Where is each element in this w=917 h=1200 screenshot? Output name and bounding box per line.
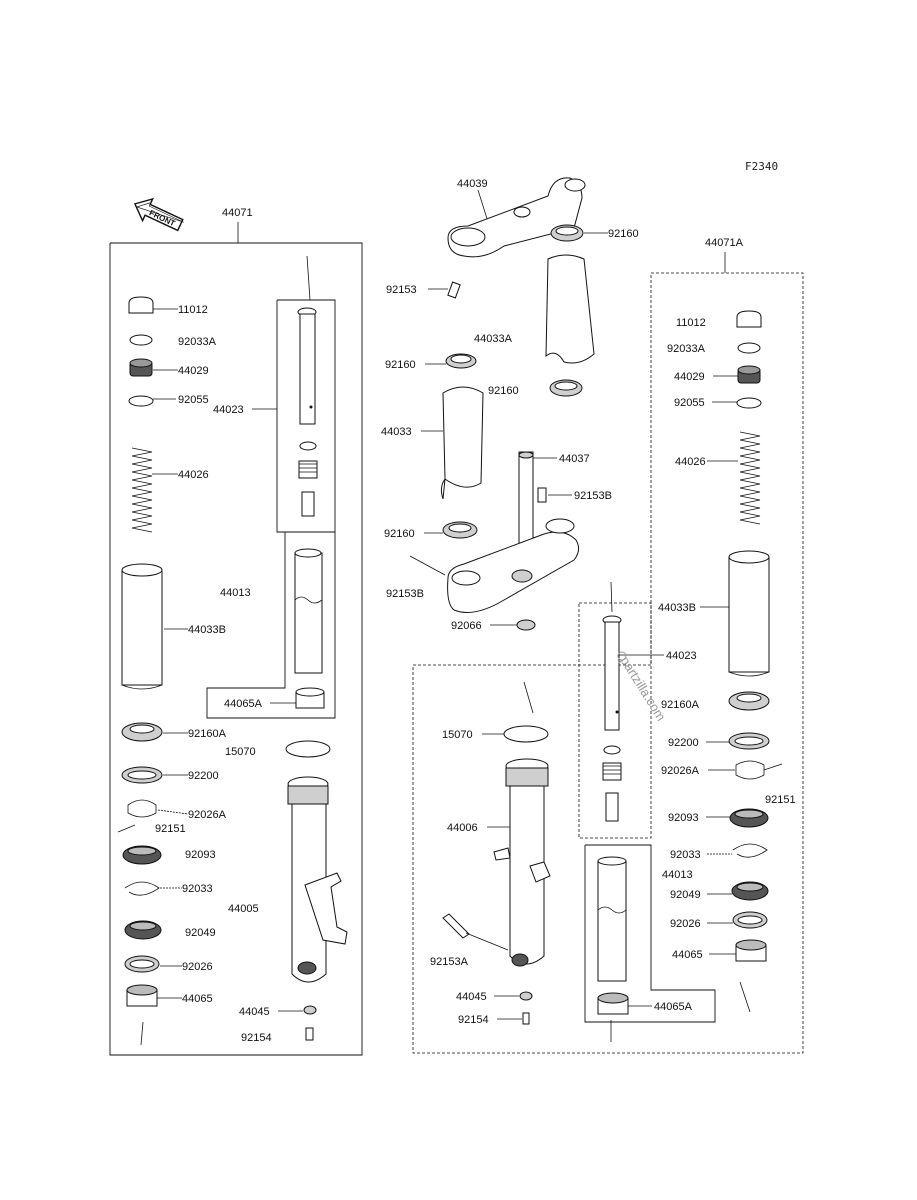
label-92160-a: 92160 — [385, 359, 416, 371]
label-44023-right: 44023 — [666, 650, 697, 662]
label-44005-left: 44005 — [228, 903, 259, 915]
label-44065-right: 44065 — [672, 949, 703, 961]
label-92033-right: 92033 — [670, 849, 701, 861]
label-44039: 44039 — [457, 178, 488, 190]
label-44013-left: 44013 — [220, 587, 251, 599]
label-92160-b: 92160 — [488, 385, 519, 397]
spring-left — [131, 447, 153, 533]
label-92055-right: 92055 — [674, 397, 705, 409]
label-92093-left: 92093 — [185, 849, 216, 861]
fork-outer-tube-left — [287, 776, 348, 983]
label-92033A-left: 92033A — [178, 336, 217, 348]
label-44033B-right: 44033B — [658, 602, 696, 614]
label-44033A: 44033A — [474, 333, 513, 345]
label-92160-c: 92160 — [384, 528, 415, 540]
label-92200-left: 92200 — [188, 770, 219, 782]
label-11012-left: 11012 — [178, 304, 208, 316]
label-92200-right: 92200 — [668, 737, 699, 749]
label-92055-left: 92055 — [178, 394, 209, 406]
label-44045-right: 44045 — [456, 991, 487, 1003]
label-92154-right: 92154 — [458, 1014, 489, 1026]
label-92066: 92066 — [451, 620, 482, 632]
label-92049-right: 92049 — [670, 889, 701, 901]
label-44071: 44071 — [222, 207, 253, 219]
watermark: partzilla.com — [617, 654, 668, 724]
label-44023-left: 44023 — [213, 404, 244, 416]
label-44071A: 44071A — [705, 237, 744, 249]
label-44065A-left: 44065A — [224, 698, 263, 710]
label-92026-left: 92026 — [182, 961, 213, 973]
label-92153A-right: 92153A — [430, 956, 469, 968]
label-44026-left: 44026 — [178, 469, 209, 481]
label-44006-right: 44006 — [447, 822, 478, 834]
label-11012-right: 11012 — [676, 317, 706, 329]
left-fork-assembly: 44071 11012 92033A 44029 92055 44026 — [109, 207, 363, 1056]
label-44026-right: 44026 — [675, 456, 706, 468]
steering-assembly: 44039 92160 92153 44033A 92160 92160 440… — [381, 177, 639, 632]
label-92026-right: 92026 — [670, 918, 701, 930]
label-92151-left: 92151 — [155, 823, 186, 835]
label-44033B-left: 44033B — [188, 624, 226, 636]
label-44037: 44037 — [559, 453, 590, 465]
label-92026A-right: 92026A — [661, 765, 700, 777]
label-44065-left: 44065 — [182, 993, 213, 1005]
label-92049-left: 92049 — [185, 927, 216, 939]
label-92033-left: 92033 — [182, 883, 213, 895]
label-92154-left: 92154 — [241, 1032, 272, 1044]
label-44013-right: 44013 — [662, 869, 693, 881]
label-92160A-left: 92160A — [188, 728, 227, 740]
label-44045-left: 44045 — [239, 1006, 270, 1018]
label-92151-right: 92151 — [765, 794, 796, 806]
front-arrow-icon: FRONT — [133, 197, 184, 232]
label-44029-right: 44029 — [674, 371, 705, 383]
label-15070-right: 15070 — [442, 729, 473, 741]
diagram-code: F2340 — [745, 160, 778, 173]
label-44033: 44033 — [381, 426, 412, 438]
label-92153B-right: 92153B — [574, 490, 612, 502]
label-92026A-left: 92026A — [188, 809, 227, 821]
label-92093-right: 92093 — [668, 812, 699, 824]
label-92033A-right: 92033A — [667, 343, 706, 355]
label-92160A-right: 92160A — [661, 699, 700, 711]
label-15070-left: 15070 — [225, 746, 256, 758]
label-92153B-left: 92153B — [386, 588, 424, 600]
label-44065A-right: 44065A — [654, 1001, 693, 1013]
label-92153: 92153 — [386, 284, 417, 296]
label-44029-left: 44029 — [178, 365, 209, 377]
label-92160-top: 92160 — [608, 228, 639, 240]
fork-outer-tube-right — [493, 758, 551, 967]
